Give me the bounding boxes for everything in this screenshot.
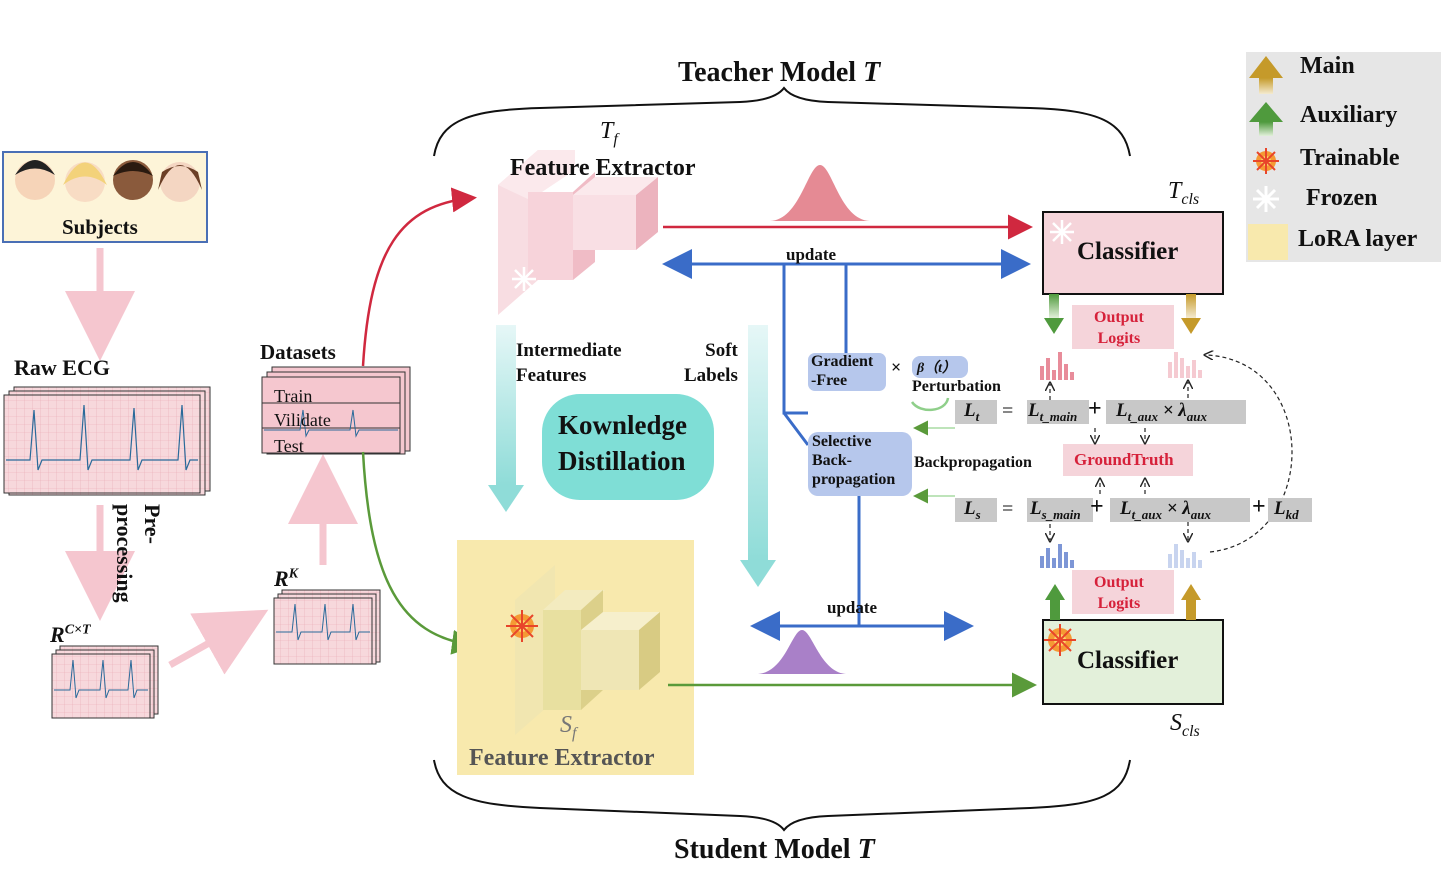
legend-frozen-icon <box>1253 186 1279 212</box>
teacher-title: Teacher Model T <box>678 57 881 88</box>
selective-link <box>782 264 808 415</box>
rct-label: RC×T <box>50 622 91 647</box>
arrow-datasets-to-student <box>361 451 477 655</box>
legend-lora-label: LoRA layer <box>1298 226 1418 252</box>
kd-box <box>542 394 714 500</box>
teacher-feature-extractor-label: Feature Extractor <box>510 155 696 181</box>
teal-arrow-left <box>496 325 516 485</box>
selective-line1: Selective <box>812 433 872 450</box>
intermediate-features-label: Intermediate Features <box>516 340 622 386</box>
rk-stack <box>273 589 381 665</box>
loss-lkd: Lkd <box>1274 498 1299 522</box>
tf-label: Tf <box>600 118 618 148</box>
loss-boxes-top <box>955 400 1246 424</box>
student-distribution <box>758 630 846 674</box>
legend-auxiliary-label: Auxiliary <box>1300 102 1398 128</box>
legend-main-icon <box>1249 56 1283 94</box>
loss-lt: Lt <box>964 400 980 424</box>
dashed-links <box>1050 355 1293 553</box>
loss-boxes-bottom <box>955 498 1312 522</box>
plus-top: + <box>1088 396 1102 422</box>
trainable-icon-classifier <box>1044 624 1076 656</box>
selective-line3: propagation <box>812 471 896 488</box>
student-title: Student Model T <box>674 834 875 865</box>
eq-bottom: = <box>1002 498 1014 520</box>
subject-faces <box>15 160 202 202</box>
times-sign: × <box>891 357 902 377</box>
legend-main-label: Main <box>1300 53 1355 79</box>
student-feature-extractor-label: Feature Extractor <box>469 745 655 771</box>
update-top-label: update <box>786 245 837 264</box>
kd-line-1: Kownledge <box>558 410 688 440</box>
backpropagation-label: Backpropagation <box>914 454 1032 471</box>
loss-ls-main: Ls_main <box>1030 498 1081 522</box>
gradient-free-line1: Gradient <box>811 353 874 370</box>
loss-lt-aux: Lt_aux × λaux <box>1116 400 1207 424</box>
kd-line-2: Distillation <box>558 446 686 476</box>
logits-bars-student-aux <box>1168 544 1202 568</box>
ground-truth-label: GroundTruth <box>1074 450 1174 469</box>
student-classifier-label: Classifier <box>1077 647 1179 674</box>
scls-label: Scls <box>1170 710 1200 740</box>
teacher-classifier-box <box>1042 211 1224 295</box>
raw-ecg-stack <box>3 386 211 496</box>
student-brace <box>433 759 1131 832</box>
legend-lora-swatch <box>1248 224 1288 260</box>
student-classifier-box <box>1042 619 1224 705</box>
legend-trainable-label: Trainable <box>1300 145 1400 171</box>
legend-aux-icon <box>1249 102 1283 136</box>
logits-bars-teacher-aux <box>1168 352 1202 378</box>
teacher-classifier-label: Classifier <box>1077 238 1179 265</box>
beta-box <box>912 356 968 378</box>
legend-frozen-label: Frozen <box>1306 185 1378 211</box>
loss-ls-aux: Lt_aux × λaux <box>1120 498 1211 522</box>
eq-top: = <box>1002 400 1014 422</box>
loss-lt-main: Lt_main <box>1028 400 1078 424</box>
plus-bottom-2: + <box>1252 494 1266 520</box>
split-validate: Vilidate <box>274 410 331 430</box>
subjects-label: Subjects <box>62 215 138 239</box>
trainable-icon <box>506 610 538 642</box>
plus-bottom-1: + <box>1090 494 1104 520</box>
teacher-feature-extractor-shape <box>498 150 658 315</box>
tcls-label: Tcls <box>1168 178 1200 208</box>
output-logits-bottom-box <box>1072 570 1174 614</box>
selective-line2: Back- <box>812 452 852 469</box>
frozen-icon-classifier <box>1050 220 1074 244</box>
legend-trainable-icon <box>1253 148 1279 174</box>
rk-label: RK <box>274 566 299 591</box>
output-logits-bottom: Output Logits <box>1094 574 1144 612</box>
datasets-label: Datasets <box>260 340 336 364</box>
gradient-free-box <box>808 353 886 391</box>
soft-labels-label: Soft Labels <box>684 340 738 386</box>
loss-ls: Ls <box>964 498 981 522</box>
teacher-brace <box>433 86 1131 157</box>
update-bottom-label: update <box>827 598 878 617</box>
arrow-datasets-to-teacher <box>361 187 477 367</box>
teacher-distribution <box>770 165 870 221</box>
logits-bars-student-main <box>1040 544 1074 568</box>
output-logits-top: Output Logits <box>1094 309 1144 347</box>
sf-label: Sf <box>560 712 577 742</box>
output-logits-top-box <box>1072 305 1174 349</box>
frozen-icon <box>512 267 536 291</box>
logits-bars-teacher-main <box>1040 352 1074 380</box>
beta-label: β（t） <box>917 361 957 376</box>
teal-arrow-right <box>748 325 768 560</box>
student-feature-extractor-shape <box>515 565 660 735</box>
datasets-stack <box>261 366 411 455</box>
ground-truth-box <box>1063 444 1193 476</box>
raw-ecg-label: Raw ECG <box>14 355 110 380</box>
rct-stack <box>51 645 159 719</box>
perturbation-curl <box>910 397 950 411</box>
selective-box <box>808 432 912 496</box>
perturbation-label: Perturbation <box>912 378 1001 395</box>
gradient-free-line2: -Free <box>811 372 848 389</box>
split-train: Train <box>274 386 313 406</box>
arrow-rct-to-rk <box>168 609 269 675</box>
split-test: Test <box>274 436 304 456</box>
preprocessing-label: Pre- processing <box>112 504 165 603</box>
